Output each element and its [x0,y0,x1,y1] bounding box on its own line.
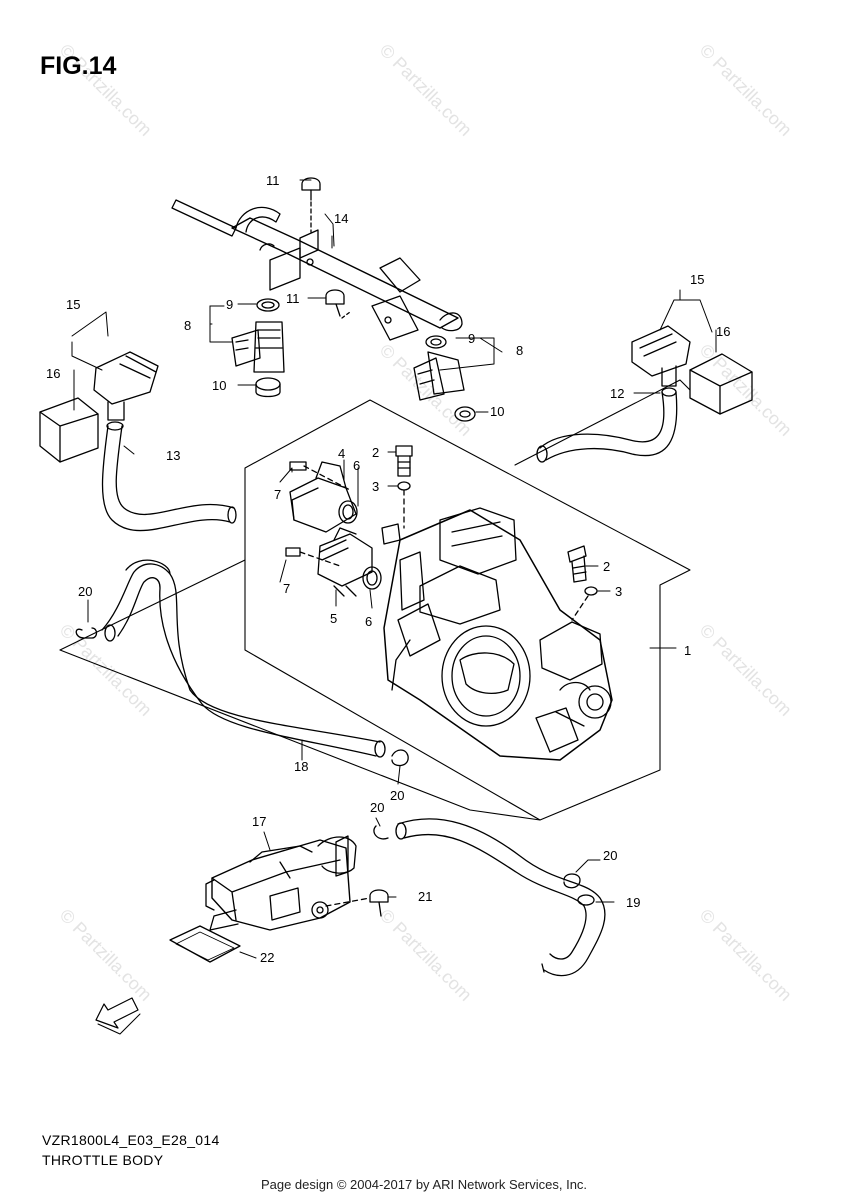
idle-hose-19 [395,818,606,977]
callout-7: 7 [283,581,290,596]
throttle-position-sensor-4 [289,461,358,533]
map-sensor-right [631,325,753,415]
callout-13: 13 [166,448,180,463]
callout-4: 4 [338,446,345,461]
fuel-injector-left [231,298,285,398]
callout-11: 11 [266,173,280,188]
fuel-delivery-pipe [171,199,463,341]
callout-8: 8 [516,343,523,358]
callout-12: 12 [610,386,624,401]
callout-7: 7 [274,487,281,502]
callout-15: 15 [66,297,80,312]
callout-9: 9 [468,331,475,346]
fuel-injector-right [413,335,476,422]
idle-speed-control-valve [205,835,357,931]
callout-10: 10 [212,378,226,393]
subassembly-outline [59,559,541,821]
screw [325,289,351,319]
callout-6: 6 [365,614,372,629]
throttle-body-assembly [381,507,613,761]
screw [301,177,321,233]
model-code: VZR1800L4_E03_E28_014 [42,1132,220,1148]
callout-17: 17 [252,814,266,829]
hose-clamp [75,627,581,889]
caution-label [169,925,241,963]
hose-fitting-lower [567,545,598,621]
leader-lines [71,179,717,959]
callout-21: 21 [418,889,432,904]
connector-outline [514,379,691,466]
callout-20: 20 [78,584,92,599]
callout-20: 20 [370,800,384,815]
callout-16: 16 [716,324,730,339]
callout-22: 22 [260,950,274,965]
callout-14: 14 [334,211,348,226]
callout-3: 3 [372,479,379,494]
throttle-position-sensor-5 [285,527,382,597]
callout-9: 9 [226,297,233,312]
callout-8: 8 [184,318,191,333]
callout-10: 10 [490,404,504,419]
callout-15: 15 [690,272,704,287]
callout-numbers: 1 2 2 3 3 4 5 6 6 7 7 8 8 9 9 10 10 11 1… [46,173,730,965]
callout-6: 6 [353,458,360,473]
callout-19: 19 [626,895,640,910]
hose-fitting-upper [395,445,413,529]
vacuum-hose-12 [536,387,678,463]
callout-18: 18 [294,759,308,774]
callout-20: 20 [603,848,617,863]
callout-3: 3 [615,584,622,599]
section-name: THROTTLE BODY [42,1152,164,1168]
callout-1: 1 [684,643,691,658]
callout-2: 2 [603,559,610,574]
figure-title: FIG.14 [40,52,117,80]
callout-20: 20 [390,788,404,803]
callout-11: 11 [286,291,300,306]
assembly-outline [244,399,691,821]
callout-16: 16 [46,366,60,381]
vacuum-hose-13 [101,421,237,532]
idle-hose-18 [101,559,386,758]
callout-5: 5 [330,611,337,626]
map-sensor-left [39,351,159,463]
screw [325,889,389,917]
callout-2: 2 [372,445,379,460]
fwd-arrow-icon [95,997,141,1035]
copyright-footer: Page design © 2004-2017 by ARI Network S… [260,1177,588,1192]
